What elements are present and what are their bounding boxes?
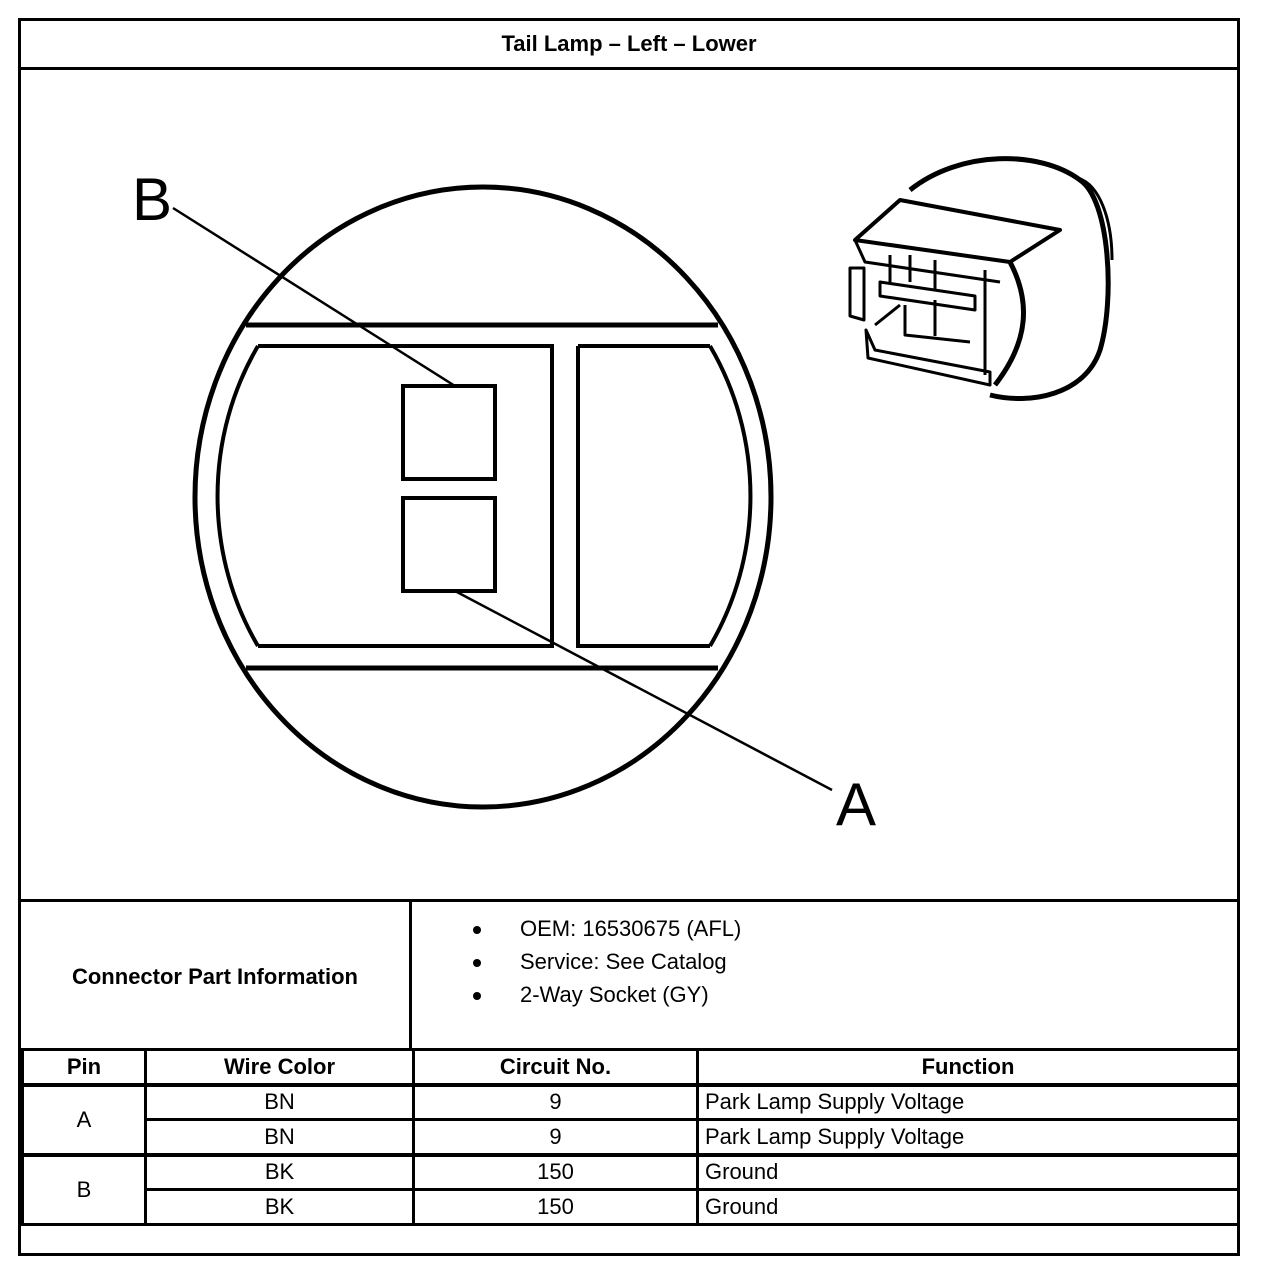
connector-drawing: B A (132, 156, 1114, 838)
bullet-icon (473, 959, 481, 967)
function-cell: Ground (696, 1152, 1240, 1191)
connector-outer-circle (192, 184, 774, 810)
connector-face-view (172, 184, 833, 810)
circuit-cell: 9 (412, 1082, 699, 1121)
table-row: BK 150 Ground (23, 1188, 1240, 1226)
circuit-cell: 150 (412, 1152, 699, 1191)
connector-info-item: 2-Way Socket (GY) (415, 978, 741, 1011)
cavity-a (401, 496, 497, 593)
connector-info-list: OEM: 16530675 (AFL) Service: See Catalog… (415, 912, 741, 1011)
function-cell: Ground (696, 1188, 1240, 1226)
header-circuit: Circuit No. (412, 1048, 699, 1086)
header-wire-color: Wire Color (144, 1048, 415, 1086)
connector-info-label: Connector Part Information (21, 902, 412, 1051)
wire-color-cell: BK (144, 1188, 415, 1226)
circuit-cell: 150 (412, 1188, 699, 1226)
wire-color-cell: BN (144, 1118, 415, 1156)
connector-figure: B A (21, 67, 1237, 899)
function-cell: Park Lamp Supply Voltage (696, 1118, 1240, 1156)
header-pin: Pin (21, 1048, 147, 1086)
bullet-icon (473, 926, 481, 934)
function-cell: Park Lamp Supply Voltage (696, 1082, 1240, 1121)
cavity-b (401, 384, 497, 481)
callout-label-a: A (836, 771, 876, 838)
callout-line-b (172, 206, 456, 388)
connector-info-row: Connector Part Information OEM: 16530675… (21, 899, 1237, 1051)
circuit-cell: 9 (412, 1118, 699, 1156)
wire-color-cell: BN (144, 1082, 415, 1121)
callout-line-a (454, 589, 833, 792)
connector-info-item: OEM: 16530675 (AFL) (415, 912, 741, 945)
pin-cell: A (21, 1082, 147, 1156)
table-row: A BN 9 Park Lamp Supply Voltage (21, 1082, 1240, 1156)
connector-iso-view (848, 156, 1114, 402)
wire-color-cell: BK (144, 1152, 415, 1191)
pin-cell: B (21, 1152, 147, 1226)
connector-info-item: Service: See Catalog (415, 945, 741, 978)
table-row: BN 9 Park Lamp Supply Voltage (23, 1118, 1240, 1156)
bullet-icon (473, 992, 481, 1000)
pin-table: Pin Wire Color Circuit No. Function A BN… (21, 1048, 1240, 1226)
pin-table-header: Pin Wire Color Circuit No. Function (21, 1048, 1240, 1086)
callout-label-b: B (132, 166, 172, 233)
header-function: Function (696, 1048, 1240, 1086)
table-row: B BK 150 Ground (21, 1152, 1240, 1226)
connector-sheet: Tail Lamp – Left – Lower B A (18, 18, 1240, 1256)
sheet-title: Tail Lamp – Left – Lower (21, 21, 1237, 70)
